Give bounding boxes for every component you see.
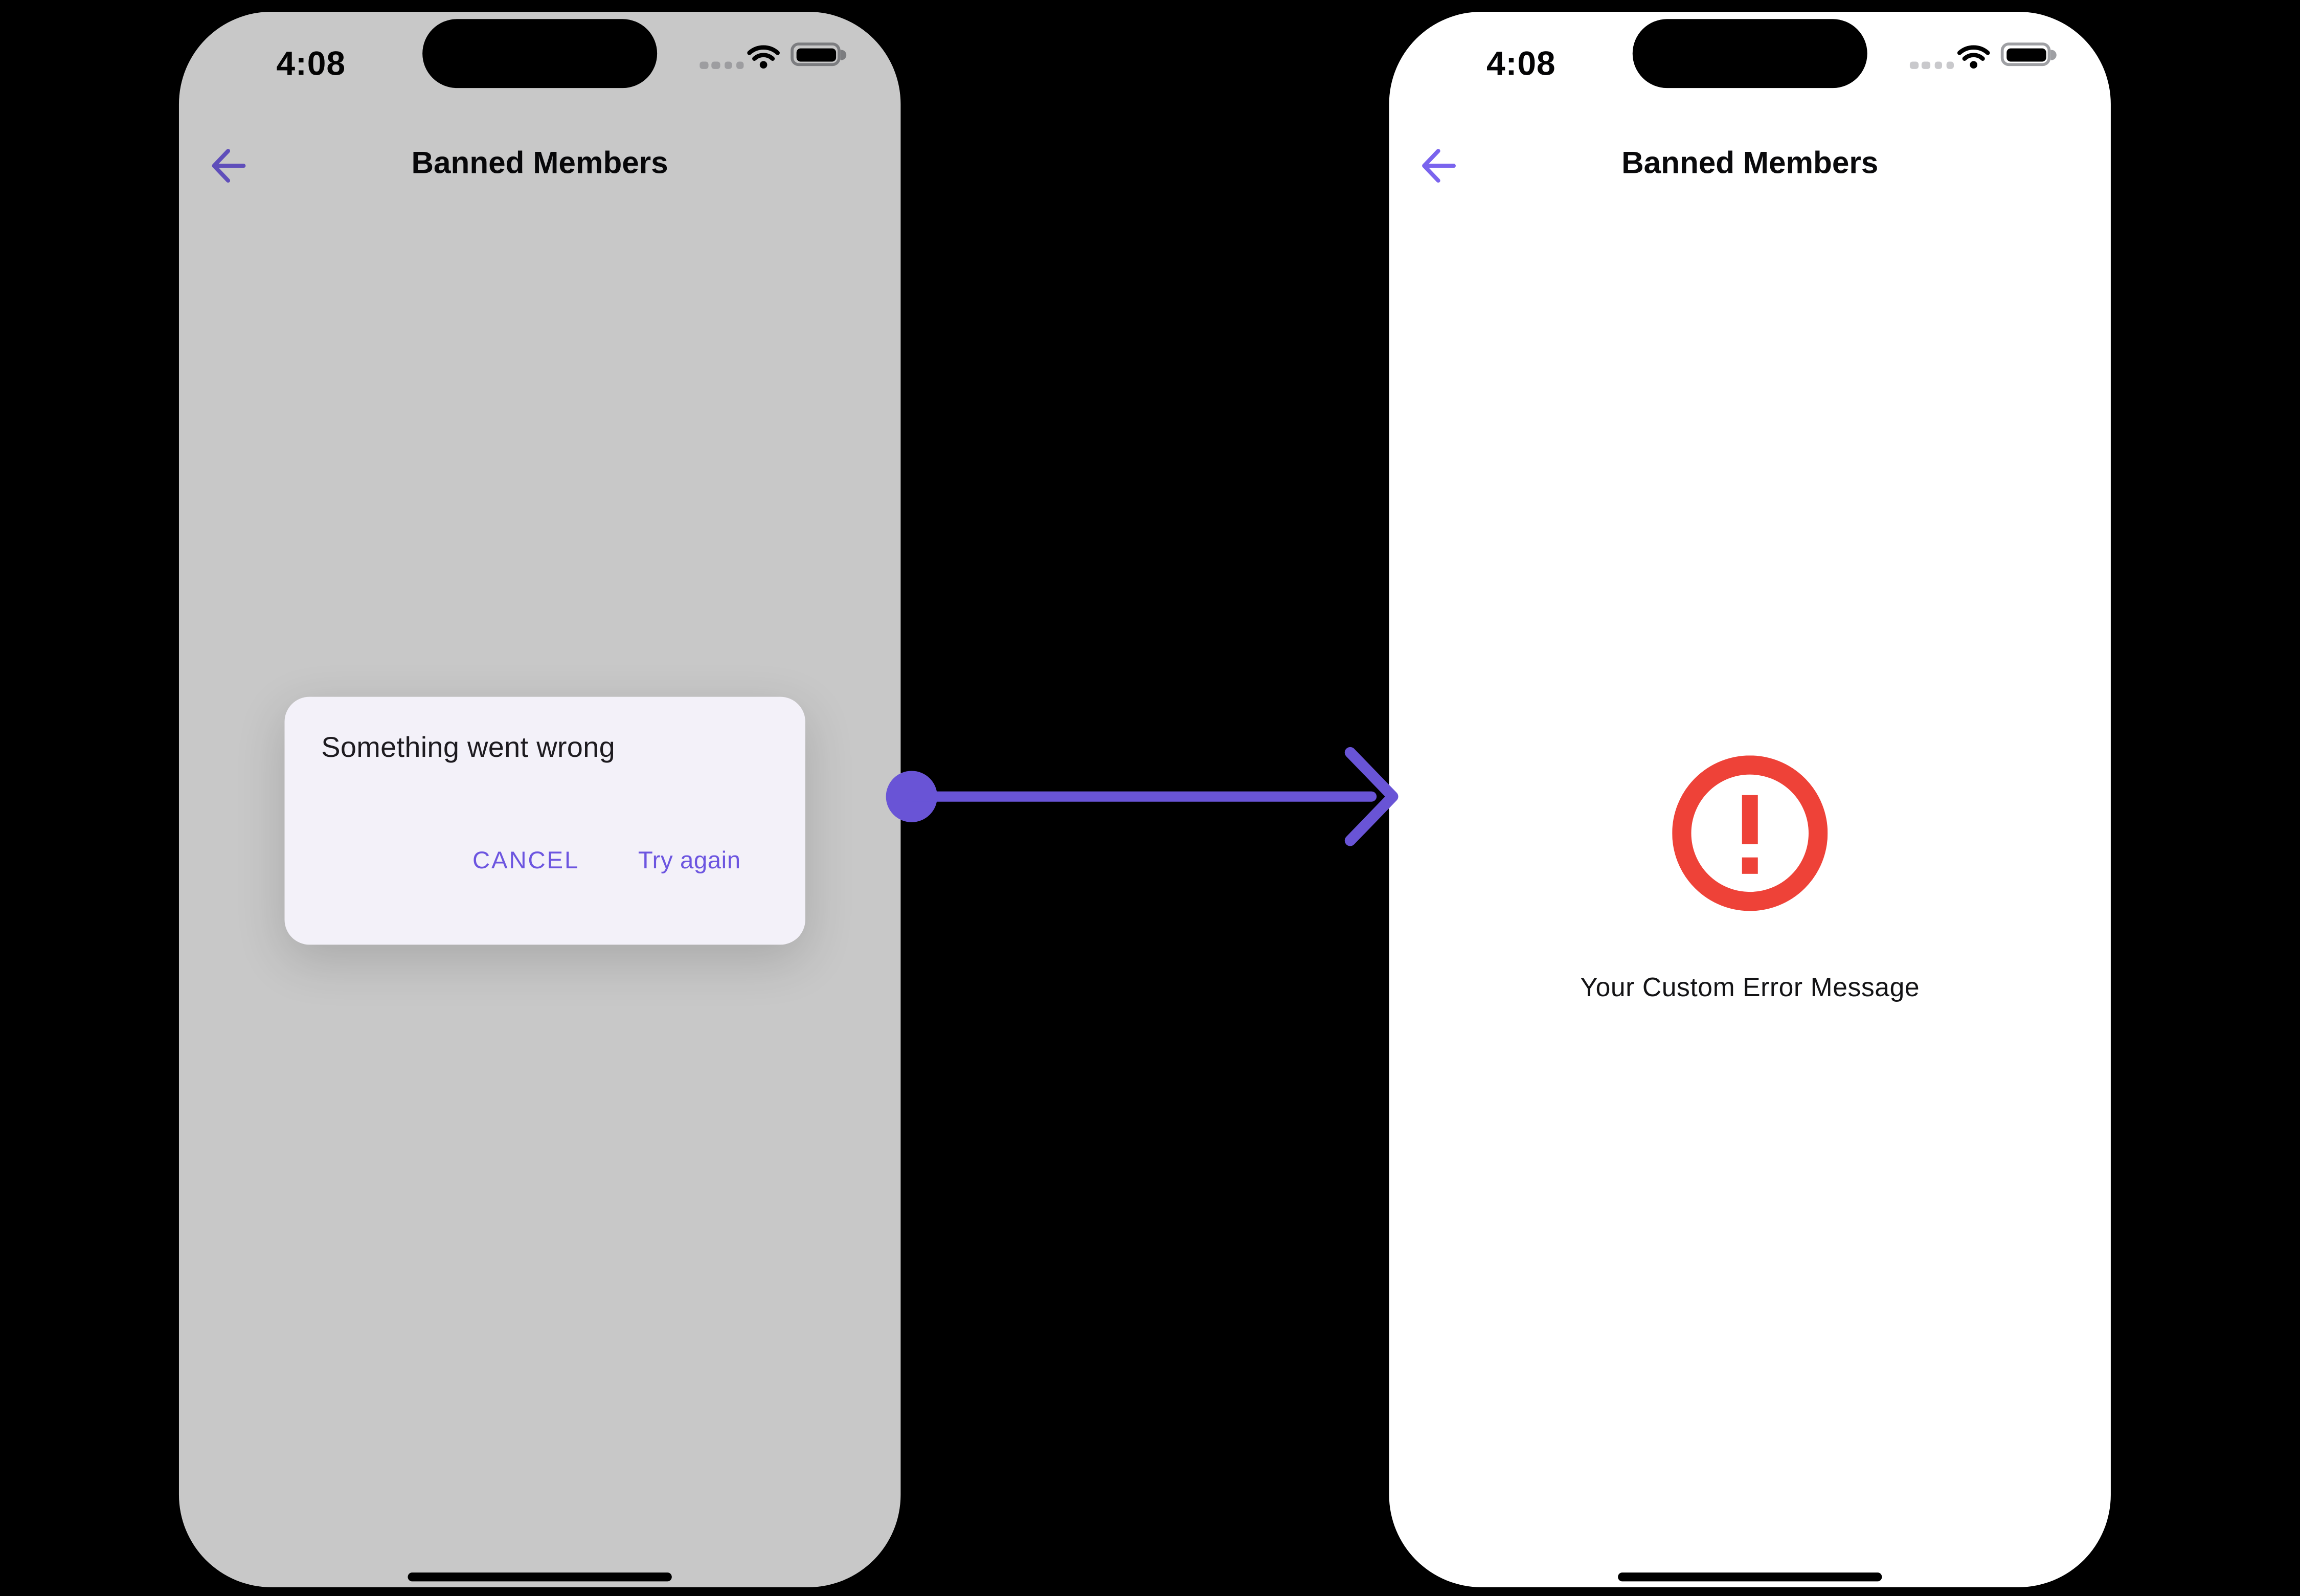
nav-header: Banned Members xyxy=(179,132,900,196)
nav-header: Banned Members xyxy=(1389,132,2111,196)
back-button[interactable] xyxy=(196,135,258,196)
try-again-button[interactable]: Try again xyxy=(638,842,741,881)
phone-right: 4:08 Banned Members xyxy=(1389,11,2111,1587)
page-title: Banned Members xyxy=(411,146,668,181)
status-time: 4:08 xyxy=(1486,44,1556,82)
status-bar: 4:08 xyxy=(179,12,900,115)
status-bar: 4:08 xyxy=(1389,12,2111,115)
battery-icon xyxy=(791,42,846,66)
status-time: 4:08 xyxy=(276,44,346,82)
error-message: Your Custom Error Message xyxy=(1580,972,1920,1002)
dynamic-island xyxy=(422,19,658,88)
dialog-actions: CANCEL Try again xyxy=(472,842,741,881)
arrow-left-icon xyxy=(1421,149,1455,183)
dialog-title: Something went wrong xyxy=(321,732,616,765)
arrow-left-icon xyxy=(211,149,245,183)
back-button[interactable] xyxy=(1407,135,1468,196)
wifi-icon xyxy=(747,44,780,68)
page-title: Banned Members xyxy=(1621,146,1879,181)
battery-icon xyxy=(2000,42,2056,66)
phone-left: 4:08 Banned Members xyxy=(178,11,901,1587)
cancel-button[interactable]: CANCEL xyxy=(472,842,579,881)
cellular-dots-icon xyxy=(700,61,745,69)
home-indicator[interactable] xyxy=(408,1571,672,1582)
dynamic-island xyxy=(1632,19,1867,88)
home-indicator[interactable] xyxy=(1618,1571,1882,1582)
error-dialog: Something went wrong CANCEL Try again xyxy=(284,696,805,945)
wifi-icon xyxy=(1957,44,1990,68)
alert-circle-icon xyxy=(1672,755,1828,911)
cellular-dots-icon xyxy=(1909,61,1955,69)
